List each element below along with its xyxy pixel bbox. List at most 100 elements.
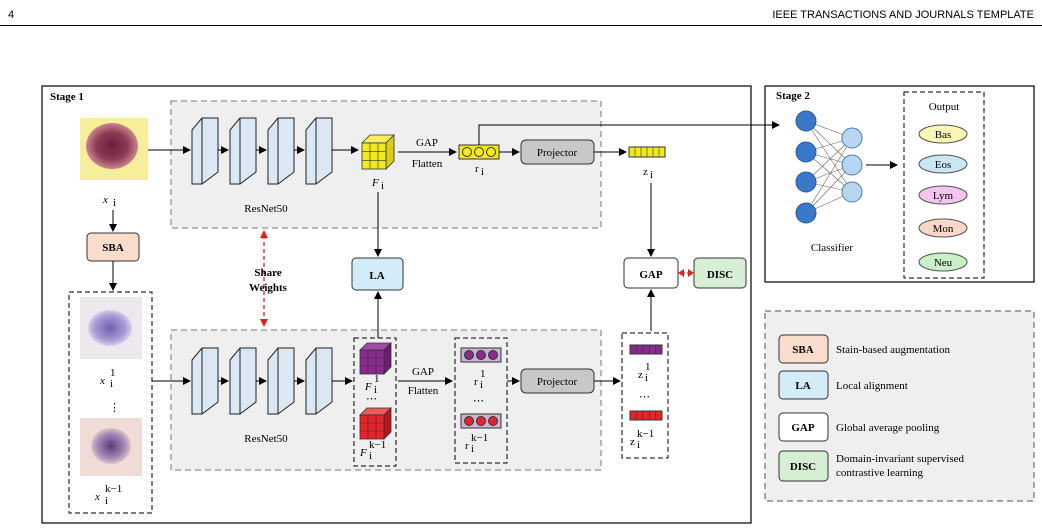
r-group-bottom — [454, 337, 508, 464]
legend-disc-box — [778, 450, 829, 482]
output-neu-label: Neu — [934, 257, 953, 269]
r-1-label: r — [474, 376, 478, 388]
z-top-label: z — [643, 166, 648, 178]
r-vector-top — [458, 144, 500, 160]
legend-gap-box — [778, 412, 829, 442]
feature-top-sub: i — [381, 180, 384, 192]
sba-label: SBA — [102, 242, 123, 254]
legend-la-key: LA — [795, 380, 810, 392]
aug-k-sub: i — [105, 495, 108, 507]
feat-dots: ⋯ — [366, 393, 377, 405]
z-k-label: z — [630, 436, 635, 448]
r-vector-red — [460, 413, 502, 429]
legend-disc-desc-1: Domain-invariant supervised — [836, 453, 964, 465]
stage1-frame — [41, 85, 752, 524]
feat-k-sup: k−1 — [369, 439, 386, 451]
feat-1-sub: i — [374, 384, 377, 396]
header-rule — [0, 25, 1042, 26]
feature-cube-purple — [359, 342, 392, 375]
r-k-sub: i — [471, 443, 474, 455]
input-label-sub: i — [113, 197, 116, 209]
aug-cell-1 — [80, 297, 142, 359]
share-weights-2: Weights — [249, 282, 288, 294]
output-mon — [918, 218, 968, 238]
legend-disc-key: DISC — [790, 461, 816, 473]
aug-cell-k — [80, 418, 142, 476]
output-lym — [918, 185, 968, 205]
r-top-sub: i — [481, 166, 484, 178]
stage2-title: Stage 2 — [776, 90, 810, 102]
stage2-frame — [764, 85, 1035, 283]
gap-flatten-bot-2: Flatten — [408, 385, 439, 397]
aug-1-sup: 1 — [110, 367, 116, 379]
resnet-top — [191, 117, 359, 185]
r-k-label: r — [465, 440, 469, 452]
z-top-sub: i — [650, 169, 653, 181]
projector-top-label: Projector — [537, 147, 578, 159]
classifier-label: Classifier — [811, 242, 853, 254]
z-k-sub: i — [637, 439, 640, 451]
projector-bot-label: Projector — [537, 376, 578, 388]
output-classes: Bas Eos Lym Mon Neu — [918, 124, 968, 272]
legend-disc-desc-2: contrastive learning — [836, 467, 924, 479]
augmented-group — [68, 291, 153, 514]
z-vector-red — [629, 410, 663, 421]
output-mon-label: Mon — [933, 223, 954, 235]
output-lym-label: Lym — [933, 190, 954, 202]
gap-label: GAP — [639, 269, 663, 281]
legend-sba-box — [778, 334, 829, 364]
input-nodes — [795, 110, 817, 224]
hidden-nodes — [841, 127, 863, 203]
disc-label: DISC — [707, 269, 733, 281]
aug-1-label: x — [99, 375, 105, 387]
z-1-sub: i — [645, 372, 648, 384]
stage1-title: Stage 1 — [50, 91, 84, 103]
input-label: x — [102, 194, 108, 206]
la-label: LA — [369, 270, 384, 282]
legend-gap-key: GAP — [791, 422, 815, 434]
legend-sba-desc: Stain-based augmentation — [836, 344, 950, 356]
output-eos — [918, 154, 968, 174]
output-eos-label: Eos — [935, 159, 952, 171]
output-neu — [918, 252, 968, 272]
feat-1-sup: 1 — [374, 373, 380, 385]
z-vector-purple — [629, 344, 663, 355]
r-vector-purple — [460, 347, 502, 363]
aug-dots: ⋮ — [109, 402, 120, 414]
output-bas — [918, 124, 968, 144]
r-1-sub: i — [480, 379, 483, 391]
r-1-sup: 1 — [480, 368, 486, 380]
z-1-label: z — [638, 369, 643, 381]
resnet-top-label: ResNet50 — [244, 203, 288, 215]
share-weights-1: Share — [254, 267, 281, 279]
feature-cube-top — [361, 134, 395, 170]
feat-k-sub: i — [369, 450, 372, 462]
page-number: 4 — [8, 9, 15, 21]
legend-la-box — [778, 370, 829, 400]
z-group-bottom — [621, 332, 669, 459]
feat-k-label: F — [359, 447, 367, 459]
r-top-label: r — [475, 163, 479, 175]
resnet-bottom — [191, 347, 353, 415]
journal-title: IEEE TRANSACTIONS AND JOURNALS TEMPLATE — [772, 9, 1034, 21]
z-1-sup: 1 — [645, 361, 651, 373]
r-dots: ⋯ — [473, 395, 484, 407]
output-bas-label: Bas — [935, 129, 952, 141]
aug-k-sup: k−1 — [105, 483, 122, 495]
feature-cube-red — [359, 407, 392, 440]
gap-flatten-top-1: GAP — [416, 137, 438, 149]
feature-top-label: F — [371, 177, 379, 189]
aug-k-label: x — [94, 491, 100, 503]
aug-1-sub: i — [110, 378, 113, 390]
z-vector-top — [628, 146, 666, 158]
z-dots: ⋯ — [639, 391, 650, 403]
legend-sba-key: SBA — [792, 344, 813, 356]
gap-flatten-bot-1: GAP — [412, 366, 434, 378]
la-box — [351, 257, 404, 291]
output-group — [903, 91, 985, 279]
legend-gap-desc: Global average pooling — [836, 422, 940, 434]
input-cell-image — [80, 118, 148, 180]
legend-la-desc: Local alignment — [836, 380, 908, 392]
resnet-bottom-label: ResNet50 — [244, 433, 288, 445]
